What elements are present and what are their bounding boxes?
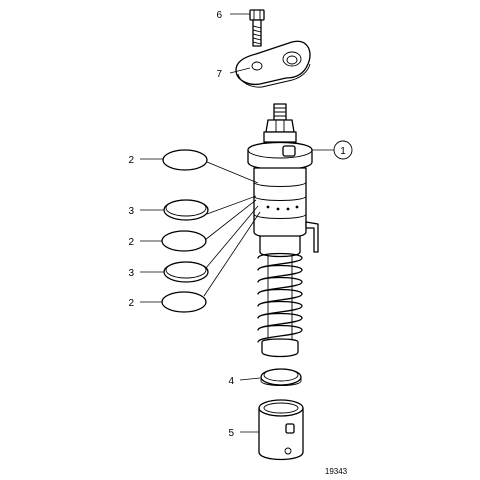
- part-2-o-ring-bottom[interactable]: [161, 291, 207, 313]
- leader-lines: [140, 13, 334, 433]
- callout-6: 6: [216, 10, 222, 21]
- part-3-sealing-ring-upper[interactable]: [163, 199, 209, 221]
- callout-3-lower: 3: [128, 268, 134, 279]
- part-7-flange-plate[interactable]: [235, 40, 311, 88]
- callout-3-upper: 3: [128, 206, 134, 217]
- callout-2-middle: 2: [128, 237, 134, 248]
- part-5-sleeve[interactable]: [258, 399, 304, 461]
- callout-2-top: 2: [128, 155, 134, 166]
- callout-7: 7: [216, 69, 222, 80]
- part-2-o-ring-middle[interactable]: [161, 230, 207, 252]
- part-4-ring[interactable]: [260, 368, 302, 386]
- callout-1: 1: [340, 146, 346, 157]
- part-6-bolt[interactable]: [249, 9, 265, 47]
- part-2-o-ring-top[interactable]: [162, 149, 208, 171]
- callout-1-circle: [333, 140, 353, 160]
- part-1-pump-element[interactable]: [247, 103, 319, 358]
- figure-number: 19343: [325, 467, 348, 476]
- callout-2-bottom: 2: [128, 298, 134, 309]
- callout-4: 4: [228, 376, 234, 387]
- callout-5: 5: [228, 428, 234, 439]
- part-3-sealing-ring-lower[interactable]: [163, 261, 209, 283]
